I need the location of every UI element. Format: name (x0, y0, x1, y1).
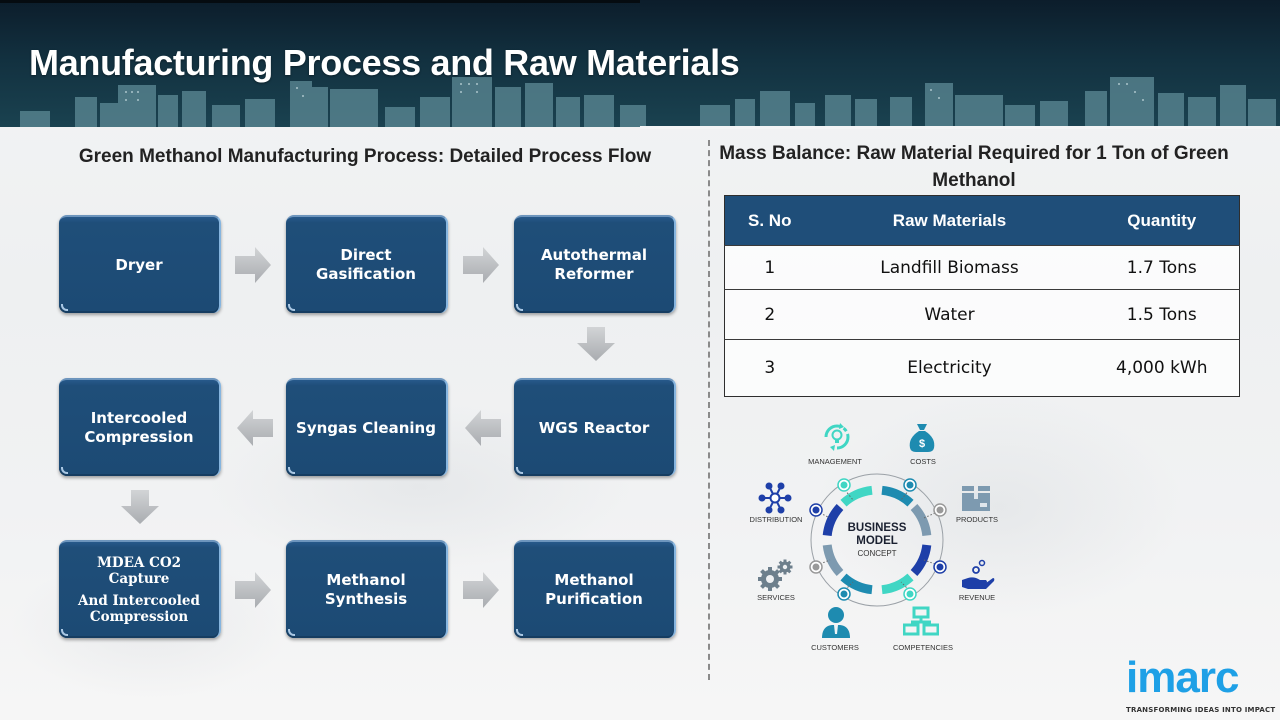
page-title: Manufacturing Process and Raw Materials (29, 42, 740, 83)
process-step-label: Methanol Purification (545, 571, 643, 608)
cell-sno: 3 (724, 339, 815, 397)
hand-coins-icon (962, 559, 995, 589)
business-model-ring (809, 473, 947, 607)
box-corner-decoration (288, 629, 295, 636)
mass-balance-title: Mass Balance: Raw Material Required for … (719, 143, 1229, 191)
process-step-intercooled-compression: Intercooled Compression (59, 378, 221, 476)
distribution-label: DISTRIBUTION (749, 515, 803, 524)
process-step-methanol-synthesis: Methanol Synthesis (286, 540, 448, 638)
box-corner-decoration (61, 304, 68, 311)
mass-balance-table: S. No Raw Materials Quantity 1 Landfill … (724, 195, 1240, 397)
arrow-right-icon (235, 572, 271, 608)
process-step-label: Methanol Synthesis (324, 571, 408, 608)
process-step-label: Direct Gasification (316, 246, 416, 283)
process-flow-title: Green Methanol Manufacturing Process: De… (78, 146, 652, 167)
center-line3: CONCEPT (857, 549, 897, 558)
cell-material: Landfill Biomass (814, 245, 1085, 290)
process-step-label-line2: And Intercooled Compression (78, 593, 200, 625)
person-icon (822, 607, 850, 638)
arrow-right-icon (463, 247, 499, 283)
arrow-right-icon (463, 572, 499, 608)
cell-sno: 1 (724, 245, 815, 290)
revenue-label: REVENUE (958, 593, 996, 602)
imarc-logo: imarc TRANSFORMING IDEAS INTO IMPACT (1122, 652, 1276, 718)
cell-quantity: 1.7 Tons (1084, 245, 1240, 290)
arrow-left-icon (465, 410, 501, 446)
column-header-quantity: Quantity (1084, 195, 1240, 246)
header-banner: Manufacturing Process and Raw Materials (0, 0, 1280, 127)
process-step-label: Intercooled Compression (84, 409, 194, 446)
money-bag-icon: $ (909, 424, 935, 452)
box-corner-decoration (516, 629, 523, 636)
management-label: MANAGEMENT (808, 457, 862, 466)
process-step-label: Autothermal Reformer (540, 246, 648, 283)
cell-material: Water (814, 289, 1085, 340)
center-line1: BUSINESS (847, 522, 907, 534)
arrow-down-icon (577, 327, 615, 361)
box-corner-decoration (288, 467, 295, 474)
column-header-sno: S. No (724, 195, 815, 246)
products-label: PRODUCTS (955, 515, 999, 524)
table-row: 1 Landfill Biomass 1.7 Tons (724, 245, 1240, 290)
process-step-syngas-cleaning: Syngas Cleaning (286, 378, 448, 476)
box-corner-decoration (61, 629, 68, 636)
business-model-graphic: MANAGEMENT $ COSTS PRODUCTS REVENUE COMP… (740, 410, 1020, 660)
process-step-label-line1: MDEA CO2 Capture (96, 555, 181, 587)
box-corner-decoration (288, 304, 295, 311)
arrow-down-icon (121, 490, 159, 524)
process-step-autothermal-reformer: Autothermal Reformer (514, 215, 676, 313)
hierarchy-icon (903, 606, 939, 636)
process-step-mdea-co2-capture: MDEA CO2 Capture And Intercooled Compres… (59, 540, 221, 638)
process-step-label: Syngas Cleaning (296, 418, 436, 437)
arrow-left-icon (237, 410, 273, 446)
table-header-row: S. No Raw Materials Quantity (724, 195, 1240, 246)
logo-tagline: TRANSFORMING IDEAS INTO IMPACT (1126, 706, 1276, 714)
process-step-direct-gasification: Direct Gasification (286, 215, 448, 313)
svg-text:$: $ (919, 438, 925, 450)
lightbulb-cycle-icon (824, 423, 850, 451)
cell-sno: 2 (724, 289, 815, 340)
box-corner-decoration (516, 467, 523, 474)
cell-quantity: 4,000 kWh (1084, 339, 1240, 397)
process-step-wgs-reactor: WGS Reactor (514, 378, 676, 476)
header-top-line (0, 0, 640, 3)
city-skyline-graphic (20, 77, 1276, 127)
process-step-label: Dryer (115, 255, 163, 274)
section-divider (708, 140, 710, 680)
process-step-methanol-purification: Methanol Purification (514, 540, 676, 638)
center-line2: MODEL (856, 535, 898, 547)
table-row: 3 Electricity 4,000 kWh (724, 339, 1240, 397)
process-step-dryer: Dryer (59, 215, 221, 313)
process-step-label: WGS Reactor (538, 418, 650, 437)
column-header-raw-materials: Raw Materials (814, 195, 1085, 246)
header-bottom-strip (640, 126, 1280, 129)
services-label: SERVICES (757, 593, 795, 602)
cell-quantity: 1.5 Tons (1084, 289, 1240, 340)
box-corner-decoration (61, 467, 68, 474)
costs-label: COSTS (910, 457, 936, 466)
customers-label: CUSTOMERS (811, 643, 859, 652)
competencies-label: COMPETENCIES (892, 643, 954, 652)
logo-wordmark: imarc (1126, 653, 1239, 702)
arrow-right-icon (235, 247, 271, 283)
box-corner-decoration (516, 304, 523, 311)
table-row: 2 Water 1.5 Tons (724, 289, 1240, 340)
gears-icon (758, 559, 793, 591)
cell-material: Electricity (814, 339, 1085, 397)
box-icon (962, 486, 990, 511)
network-icon (758, 482, 792, 514)
